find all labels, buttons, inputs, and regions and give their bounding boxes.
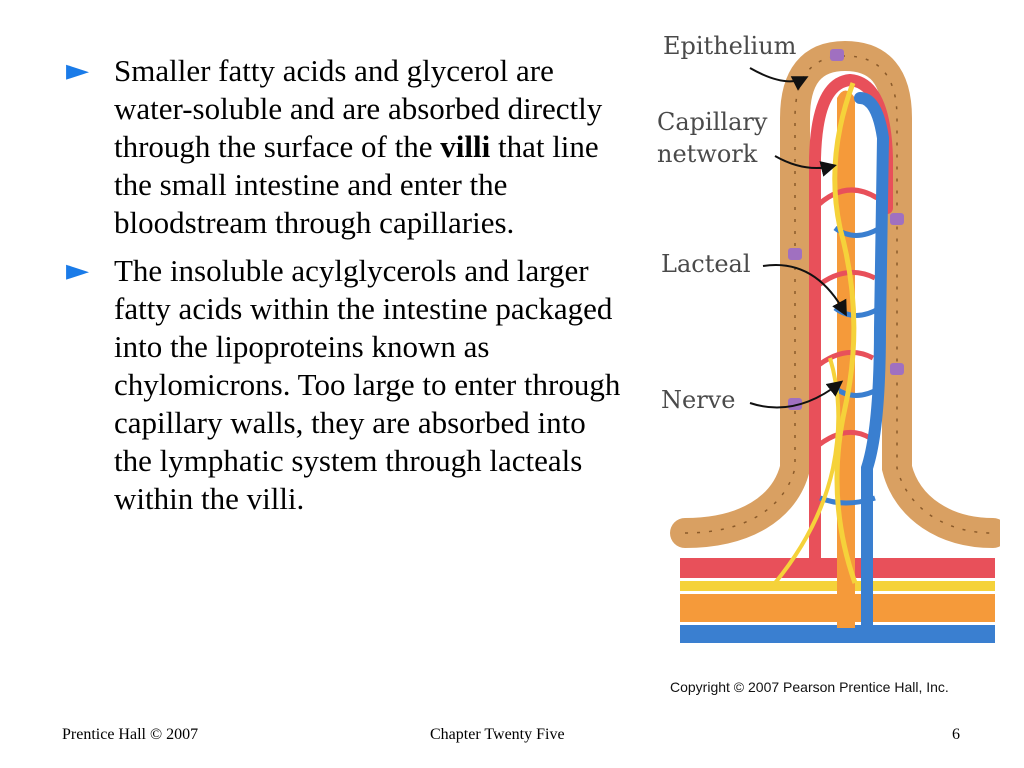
- leader-nerve: [749, 380, 844, 409]
- label-lacteal: Lacteal: [661, 250, 751, 278]
- text-run: that line the small intestine and enter …: [114, 129, 599, 240]
- bullet-arrow-icon: ►: [66, 253, 90, 288]
- vein-vessel: [854, 92, 890, 634]
- base-vein: [680, 625, 995, 643]
- label-network: network: [657, 140, 758, 168]
- nerve-fiber: [832, 82, 858, 584]
- leader-capillary: [774, 155, 837, 177]
- label-nerve: Nerve: [661, 386, 735, 414]
- leader-lines: [749, 67, 847, 409]
- text-run-bold: villi: [440, 129, 491, 164]
- footer-publisher: Prentice Hall © 2007: [62, 726, 199, 743]
- bullet-item: ► The insoluble acylglycerols and larger…: [66, 252, 626, 518]
- label-capillary: Capillary: [657, 108, 768, 136]
- bullet-item: ► Smaller fatty acids and glycerol are w…: [66, 52, 626, 242]
- bullet-text: Smaller fatty acids and glycerol are wat…: [114, 53, 602, 240]
- figure-copyright: Copyright © 2007 Pearson Prentice Hall, …: [670, 679, 949, 695]
- leader-lacteal: [762, 264, 847, 317]
- bullet-arrow-icon: ►: [66, 53, 90, 88]
- label-epithelium: Epithelium: [663, 32, 797, 60]
- text-run: The insoluble acylglycerols and larger f…: [114, 253, 621, 516]
- footer-page-number: 6: [952, 726, 960, 743]
- leader-epithelium: [749, 67, 809, 91]
- capillary-branches: [813, 187, 879, 450]
- bullet-text: The insoluble acylglycerols and larger f…: [114, 253, 620, 516]
- text-run: Smaller fatty acids and glycerol are wat…: [114, 53, 603, 164]
- villus-diagram: Epithelium Capillary network Lacteal Ner…: [657, 32, 1000, 643]
- epithelium-inner-edge: [684, 55, 994, 534]
- bullet-list: ► Smaller fatty acids and glycerol are w…: [66, 52, 626, 528]
- footer-chapter: Chapter Twenty Five: [430, 726, 565, 743]
